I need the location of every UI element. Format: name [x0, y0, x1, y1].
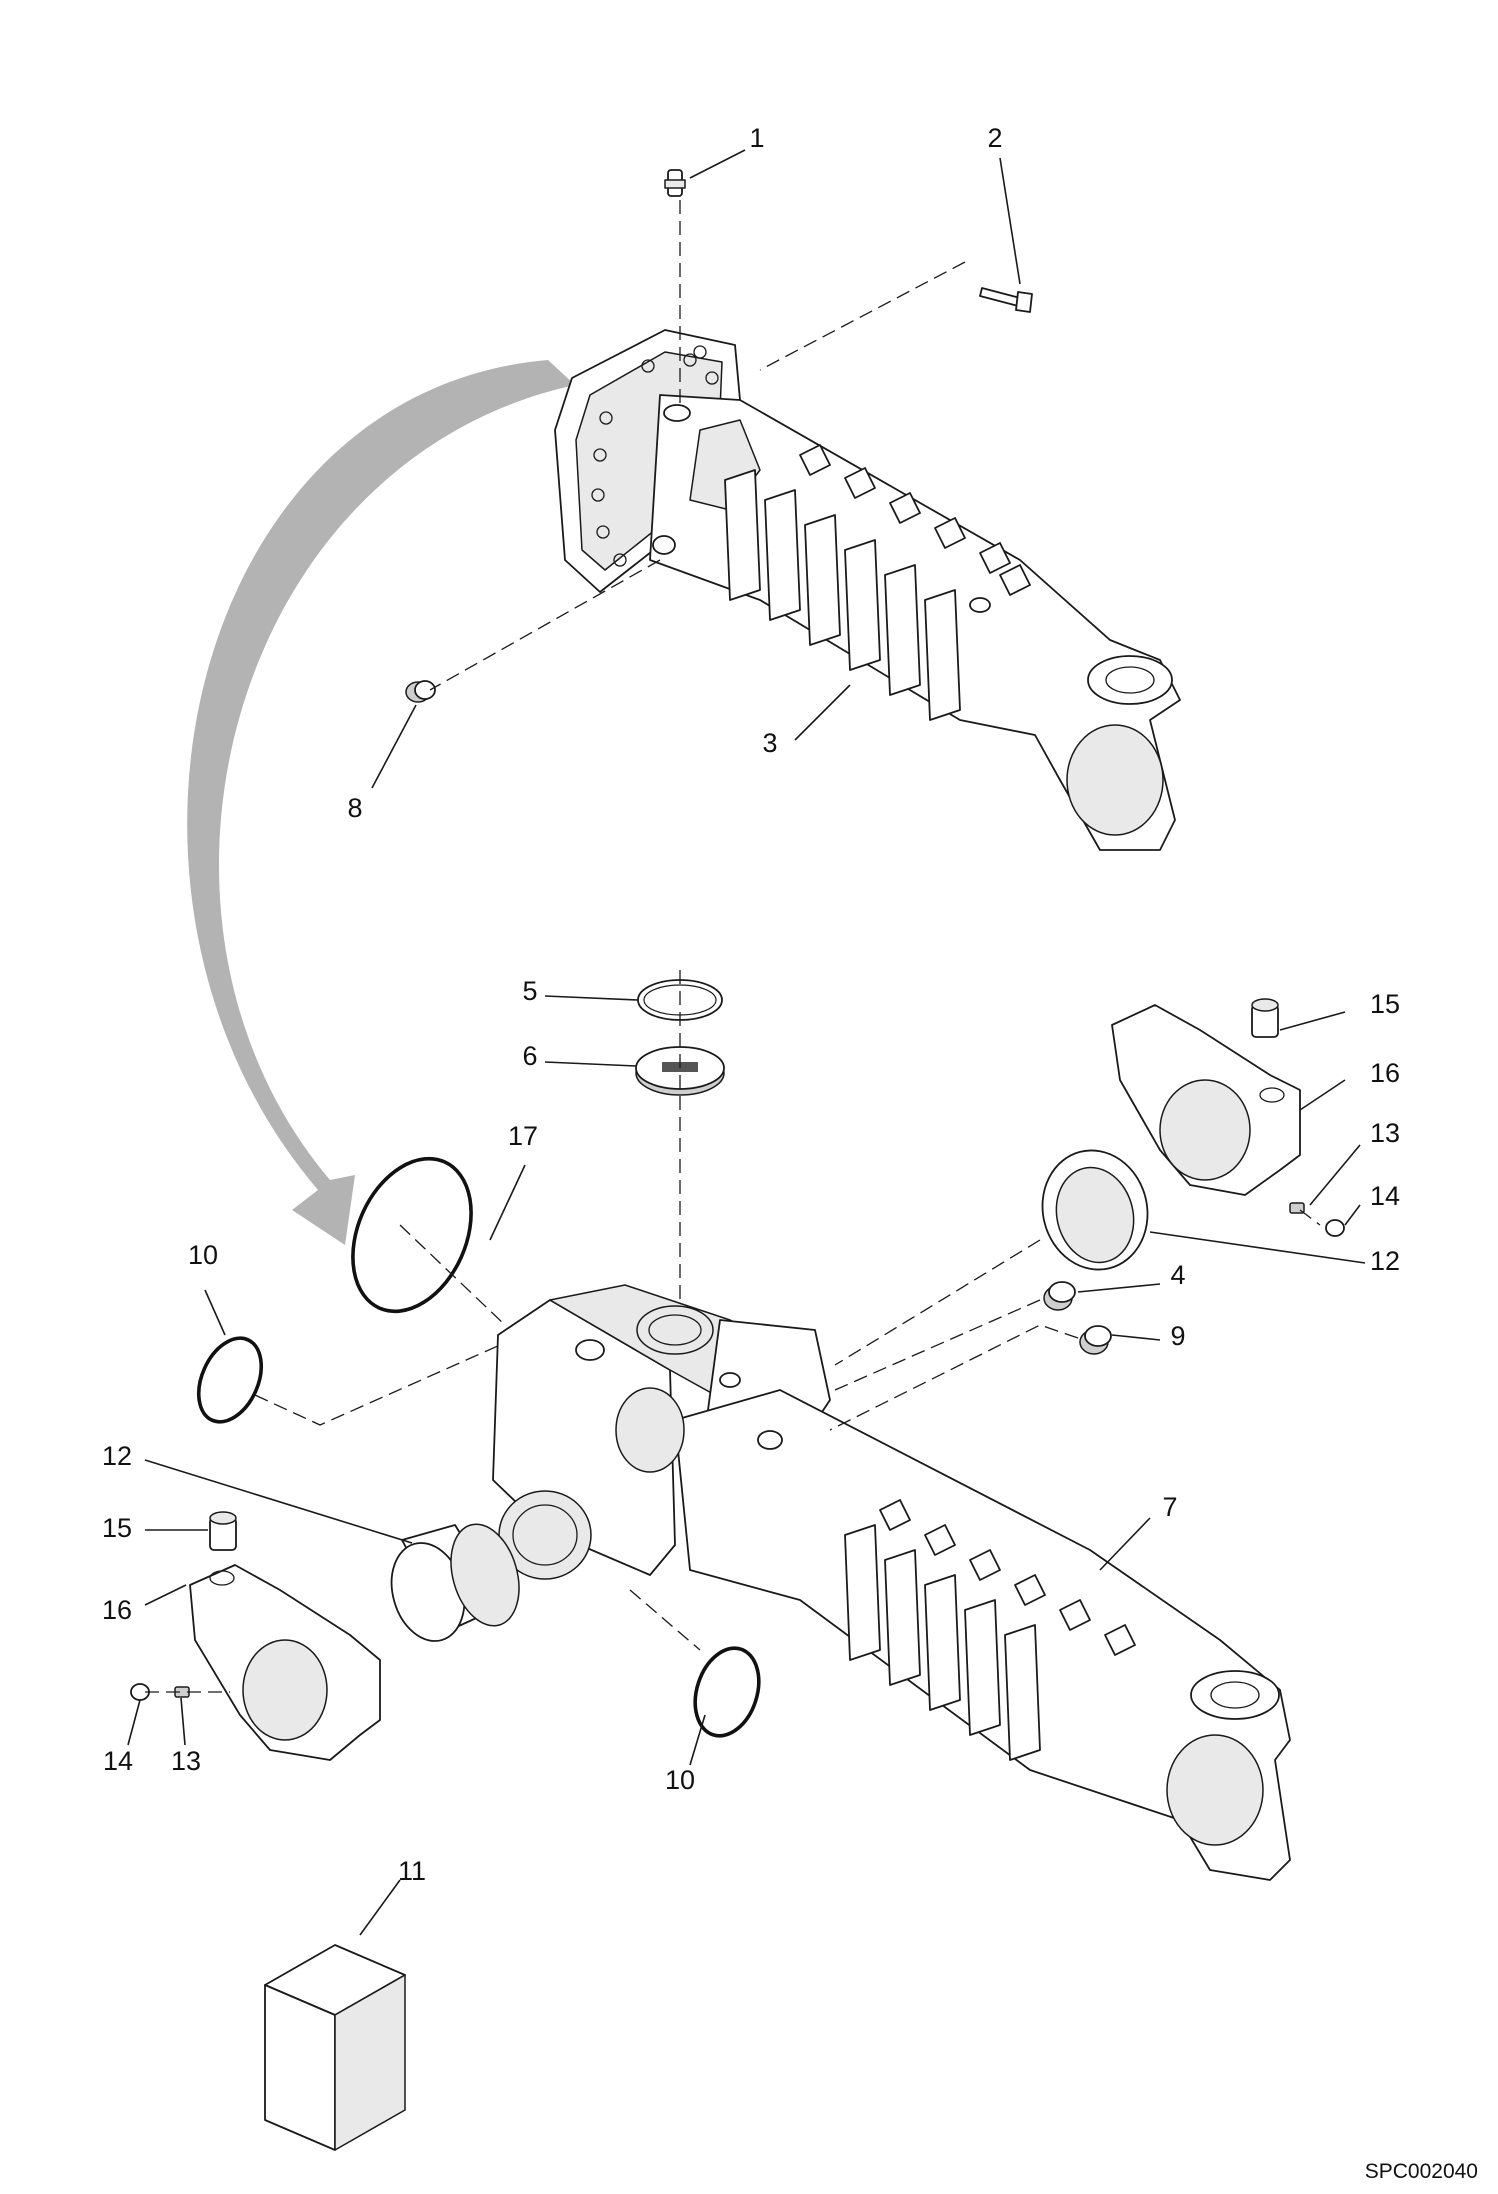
callout-12-right: 12 [1370, 1246, 1400, 1276]
callout-14-left: 14 [103, 1746, 133, 1776]
callout-6: 6 [522, 1041, 537, 1071]
part-12-bushing-left [390, 1523, 520, 1642]
callout-13-right: 13 [1370, 1118, 1400, 1148]
part-16-bracket-right [1111, 1004, 1301, 1196]
part-10-ring-bottom [693, 1646, 761, 1738]
callout-16-left: 16 [102, 1595, 132, 1625]
part-16-bracket-left [189, 1564, 381, 1761]
callout-4: 4 [1170, 1260, 1185, 1290]
callout-1: 1 [749, 123, 764, 153]
callout-17: 17 [508, 1121, 538, 1151]
part-17-large-ring [351, 1156, 473, 1314]
part-9-plug [1079, 1325, 1112, 1355]
callout-10-left: 10 [188, 1240, 218, 1270]
callout-2: 2 [987, 123, 1002, 153]
part-14-cap-right [1325, 1219, 1345, 1237]
callout-9: 9 [1170, 1321, 1185, 1351]
part-8-plug [405, 680, 436, 703]
part-4-plug [1043, 1281, 1076, 1311]
part-11-kit-box [264, 1944, 406, 2151]
callout-7: 7 [1162, 1492, 1177, 1522]
part-2-bolt [979, 287, 1033, 313]
callout-15-left: 15 [102, 1513, 132, 1543]
lower-axle-housing [492, 1284, 1291, 1881]
callout-13-left: 13 [171, 1746, 201, 1776]
drawing-code: SPC002040 [1365, 2160, 1478, 2183]
leader-lines [127, 149, 1366, 1936]
part-12-bushing-right [1041, 1149, 1149, 1271]
callout-5: 5 [522, 976, 537, 1006]
callout-8: 8 [347, 793, 362, 823]
part-15-sleeve-left [209, 1511, 237, 1551]
part-15-sleeve-right [1251, 998, 1279, 1038]
callout-3: 3 [762, 728, 777, 758]
upper-axle-housing [554, 329, 1181, 851]
transfer-arrow [187, 360, 575, 1245]
callout-12-left: 12 [102, 1441, 132, 1471]
callout-10-bottom: 10 [665, 1765, 695, 1795]
callout-16-right: 16 [1370, 1058, 1400, 1088]
part-1-fitting [664, 169, 686, 197]
callout-11: 11 [398, 1856, 426, 1886]
center-lines [145, 200, 1321, 1693]
callout-15-right: 15 [1370, 989, 1400, 1019]
part-10-ring-left [196, 1336, 264, 1424]
callout-labels: 1 2 3 8 5 6 17 10 15 16 13 14 12 4 9 7 1… [102, 123, 1400, 1886]
callout-14-right: 14 [1370, 1181, 1400, 1211]
